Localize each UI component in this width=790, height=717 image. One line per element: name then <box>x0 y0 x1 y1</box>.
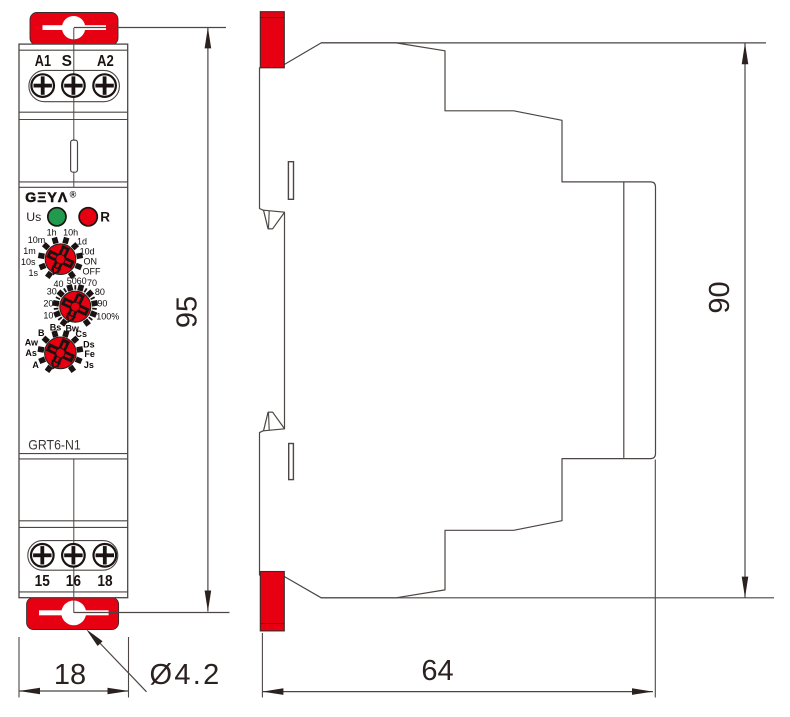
svg-text:A1: A1 <box>35 53 51 70</box>
svg-text:1d: 1d <box>77 236 87 246</box>
svg-text:1s: 1s <box>29 268 39 278</box>
svg-text:60: 60 <box>77 276 87 286</box>
svg-text:ON: ON <box>84 257 98 267</box>
svg-text:20: 20 <box>43 298 53 308</box>
svg-text:10s: 10s <box>21 257 36 267</box>
svg-text:B: B <box>38 328 45 338</box>
svg-text:Us: Us <box>26 210 41 224</box>
svg-text:70: 70 <box>87 278 97 288</box>
svg-text:OFF: OFF <box>83 267 101 277</box>
svg-text:Ø4.2: Ø4.2 <box>150 659 222 691</box>
svg-text:10d: 10d <box>80 247 95 257</box>
svg-text:GRT6-N1: GRT6-N1 <box>28 436 81 452</box>
svg-text:95: 95 <box>172 296 204 328</box>
svg-text:Bs: Bs <box>50 322 62 332</box>
svg-text:1h: 1h <box>47 228 57 238</box>
svg-text:10: 10 <box>43 311 53 321</box>
svg-text:A: A <box>32 360 39 370</box>
svg-text:®: ® <box>70 190 77 200</box>
svg-text:GΞYΛ: GΞYΛ <box>25 190 68 206</box>
svg-text:1m: 1m <box>23 246 36 256</box>
svg-text:40: 40 <box>53 279 63 289</box>
svg-text:R: R <box>100 210 110 225</box>
svg-text:50: 50 <box>67 276 77 286</box>
svg-text:Aw: Aw <box>25 337 39 347</box>
svg-text:18: 18 <box>97 573 113 590</box>
svg-text:Js: Js <box>84 360 94 370</box>
svg-text:10m: 10m <box>28 235 46 245</box>
svg-text:A2: A2 <box>97 53 114 70</box>
svg-text:As: As <box>25 348 37 358</box>
svg-text:Bw: Bw <box>65 323 79 333</box>
svg-text:Cs: Cs <box>76 329 88 339</box>
svg-text:16: 16 <box>66 573 82 590</box>
svg-text:90: 90 <box>97 299 107 309</box>
svg-text:64: 64 <box>421 655 453 687</box>
svg-text:S: S <box>62 53 72 70</box>
svg-text:Ds: Ds <box>83 340 95 350</box>
svg-text:90: 90 <box>704 281 736 313</box>
svg-text:30: 30 <box>47 287 57 297</box>
svg-text:10h: 10h <box>63 228 78 238</box>
svg-text:15: 15 <box>35 573 51 590</box>
svg-text:Fe: Fe <box>84 349 95 359</box>
svg-text:18: 18 <box>54 659 86 691</box>
svg-text:80: 80 <box>95 287 105 297</box>
svg-text:100%: 100% <box>96 311 119 321</box>
